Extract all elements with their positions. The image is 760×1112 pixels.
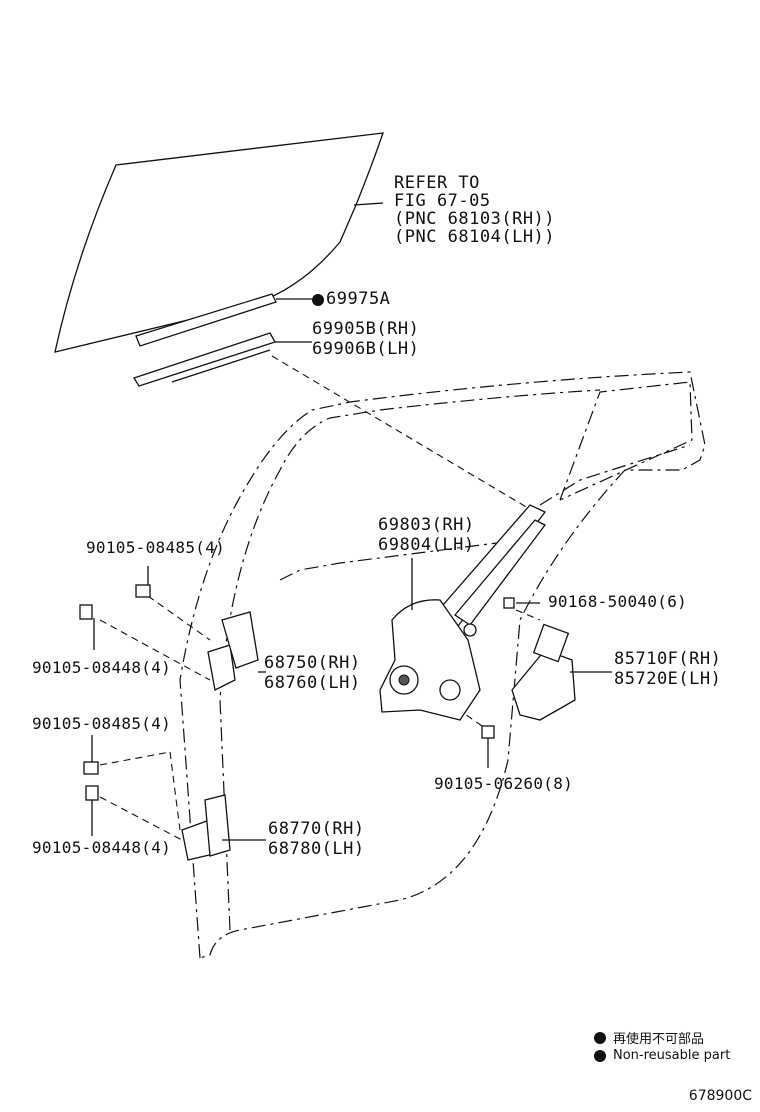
legend-en: Non-reusable part <box>594 1048 730 1063</box>
label-68750: 68750(RH) <box>264 653 361 673</box>
label-69803: 69803(RH) <box>378 515 475 535</box>
label-68780: 68780(LH) <box>268 839 365 859</box>
glass-ref-line1: REFER TO <box>394 173 480 193</box>
label-69905b: 69905B(RH) <box>312 319 420 339</box>
label-69975a: 69975A <box>312 290 390 309</box>
glass-channel <box>135 293 277 347</box>
label-68770: 68770(RH) <box>268 819 365 839</box>
label-90105-06260: 90105-06260(8) <box>434 774 574 793</box>
glass-ref-line3: (PNC 68103(RH)) <box>394 209 556 229</box>
glass-ref-line2: FIG 67-05 <box>394 191 491 211</box>
regulator-motor <box>511 649 576 721</box>
label-bolt-upper-top: 90105-08485(4) <box>86 538 226 557</box>
legend-jp: 再使用不可部品 <box>594 1028 704 1047</box>
label-bolt-upper-side: 90105-08448(4) <box>32 658 172 677</box>
label-69975a-text: 69975A <box>326 289 391 309</box>
door-frame <box>179 371 706 959</box>
door-glass <box>54 132 384 353</box>
label-69804: 69804(LH) <box>378 535 475 555</box>
non-reusable-dot-icon <box>312 293 324 306</box>
legend-jp-text: 再使用不可部品 <box>613 1032 705 1047</box>
label-bolt-lower-top: 90105-08485(4) <box>32 714 172 733</box>
label-68760: 68760(LH) <box>264 673 361 693</box>
label-bolt-lower-side: 90105-08448(4) <box>32 838 172 857</box>
legend-en-text: Non-reusable part <box>613 1048 731 1063</box>
label-69906b: 69906B(LH) <box>312 339 420 359</box>
label-85710f: 85710F(RH) <box>614 649 722 669</box>
glass-ref-line4: (PNC 68104(LH)) <box>394 227 556 247</box>
legend-dot-icon <box>594 1031 606 1044</box>
upper-hinge <box>207 644 236 691</box>
figure-id: 678900C <box>688 1088 752 1104</box>
label-90168: 90168-50040(6) <box>548 592 688 611</box>
legend-dot-icon <box>594 1049 606 1062</box>
label-85720e: 85720E(LH) <box>614 669 722 689</box>
